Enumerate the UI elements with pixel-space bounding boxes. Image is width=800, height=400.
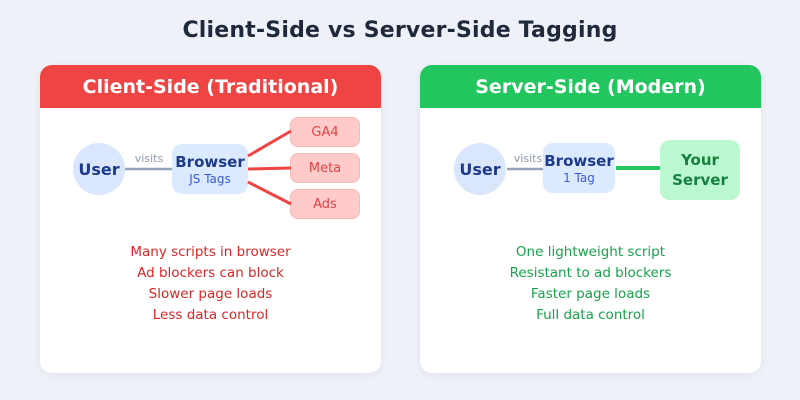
vendor-label: Meta bbox=[308, 160, 342, 176]
server-side-panel: Server-Side (Modern) User visits Browser… bbox=[420, 65, 761, 373]
client-side-panel: Client-Side (Traditional) User visits Br… bbox=[40, 65, 381, 373]
browser-label: Browser bbox=[175, 152, 245, 171]
browser-node: Browser 1 Tag bbox=[543, 143, 615, 193]
visits-label: visits bbox=[134, 152, 164, 165]
vendor-box-meta: Meta bbox=[290, 153, 360, 183]
user-node: User bbox=[73, 143, 125, 195]
list-item: Less data control bbox=[152, 307, 269, 323]
vendor-label: Ads bbox=[313, 196, 337, 212]
browser-sub-label: JS Tags bbox=[189, 171, 231, 186]
browser-node: Browser JS Tags bbox=[172, 144, 248, 194]
list-item: One lightweight script bbox=[515, 244, 666, 260]
your-server-label: Your Server bbox=[672, 150, 728, 189]
list-item: Resistant to ad blockers bbox=[509, 265, 672, 281]
list-item: Faster page loads bbox=[530, 286, 651, 302]
list-item: Slower page loads bbox=[148, 286, 273, 302]
server-points-list: One lightweight script Resistant to ad b… bbox=[420, 242, 761, 326]
vendor-label: GA4 bbox=[311, 124, 339, 140]
vendor-box-ads: Ads bbox=[290, 189, 360, 219]
your-server-node: Your Server bbox=[660, 140, 740, 200]
server-side-header: Server-Side (Modern) bbox=[420, 65, 761, 108]
page-title: Client-Side vs Server-Side Tagging bbox=[182, 18, 618, 43]
user-node: User bbox=[454, 143, 506, 195]
user-label: User bbox=[459, 159, 501, 179]
browser-label: Browser bbox=[544, 151, 614, 170]
list-item: Many scripts in browser bbox=[130, 244, 291, 260]
list-item: Ad blockers can block bbox=[137, 265, 284, 281]
browser-sub-label: 1 Tag bbox=[563, 170, 595, 185]
client-points-list: Many scripts in browser Ad blockers can … bbox=[40, 242, 381, 326]
visits-label: visits bbox=[513, 152, 543, 165]
vendor-box-ga4: GA4 bbox=[290, 117, 360, 147]
user-label: User bbox=[78, 159, 120, 179]
list-item: Full data control bbox=[536, 307, 645, 323]
client-side-header: Client-Side (Traditional) bbox=[40, 65, 381, 108]
